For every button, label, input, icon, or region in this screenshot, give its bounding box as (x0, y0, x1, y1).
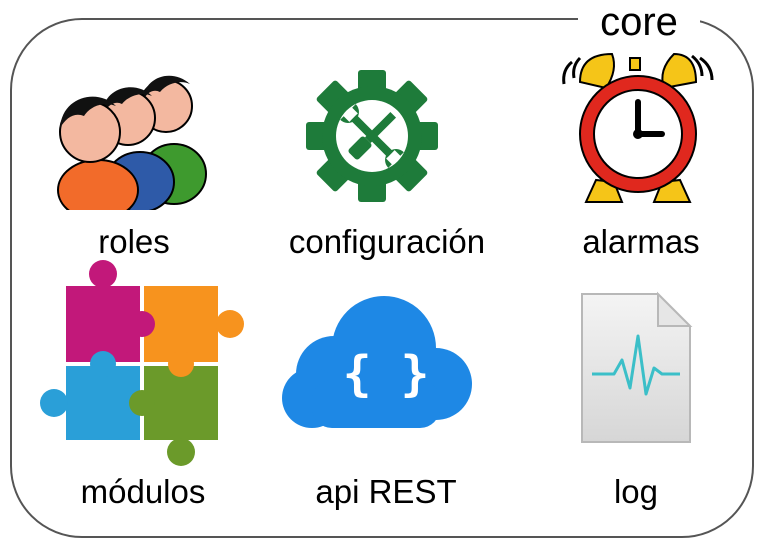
title-mask (578, 0, 700, 32)
label-modulos: módulos (80, 473, 206, 510)
panel-title: core (600, 0, 678, 44)
label-roles: roles (98, 223, 170, 260)
label-api-rest: api REST (315, 473, 457, 510)
label-alarmas: alarmas (582, 223, 700, 260)
log-file-icon (581, 291, 693, 443)
label-log: log (613, 473, 659, 510)
alarm-clock-icon (562, 52, 714, 203)
cloud-api-icon: { } (282, 296, 472, 428)
api-braces: { } (343, 346, 430, 402)
gear-tools-icon (306, 70, 438, 202)
core-panel (10, 18, 754, 538)
label-configuracion: configuración (288, 223, 486, 260)
users-icon (57, 75, 207, 210)
puzzle-icon (40, 260, 244, 466)
